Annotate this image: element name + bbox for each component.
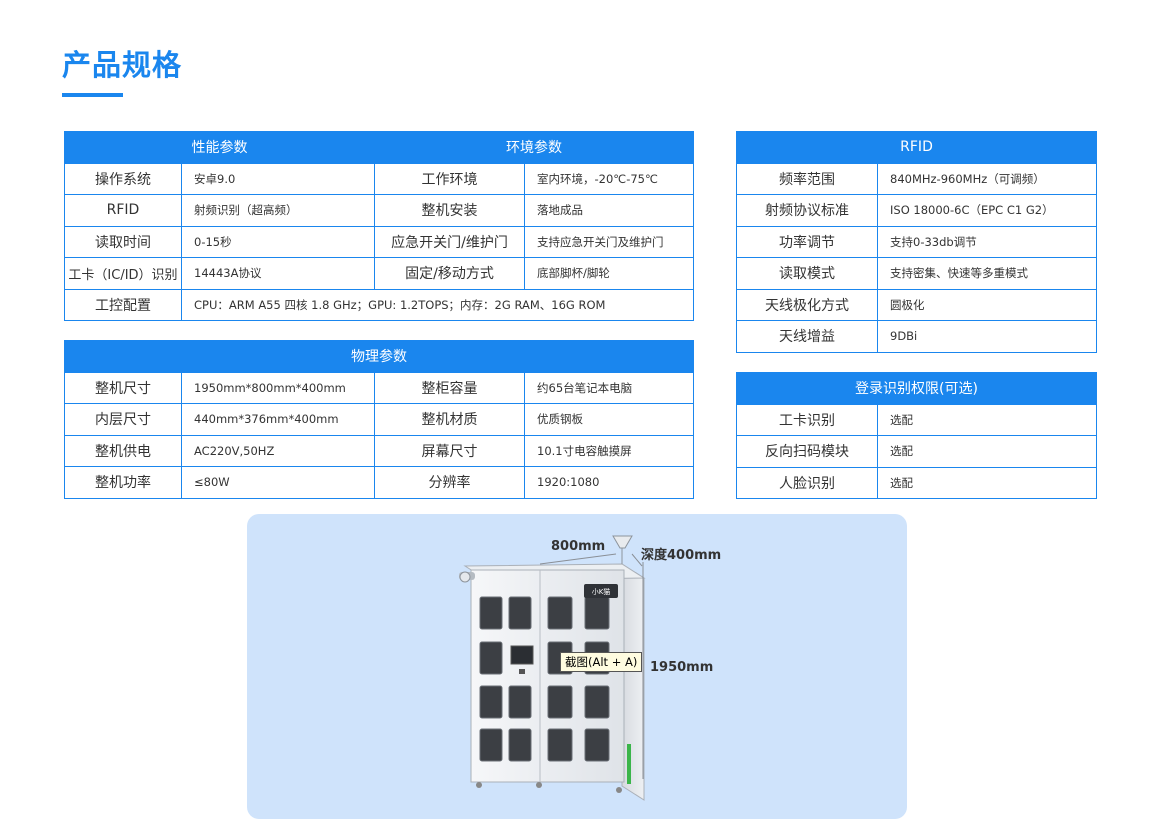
table-row: 天线增益 9DBi [736, 320, 1098, 353]
spec-key: 射频协议标准 [736, 194, 878, 227]
spec-value: 1950mm*800mm*400mm [181, 371, 375, 404]
spec-value: 射频识别（超高频） [181, 194, 375, 227]
table-row: 操作系统 安卓9.0 工作环境 室内环境，-20℃-75℃ [64, 162, 694, 195]
spec-key: 屏幕尺寸 [374, 434, 525, 467]
spec-key: 功率调节 [736, 225, 878, 258]
spec-key: 内层尺寸 [64, 403, 182, 436]
spec-key: 整机材质 [374, 403, 525, 436]
table-row: 整机供电 AC220V,50HZ 屏幕尺寸 10.1寸电容触摸屏 [64, 434, 694, 467]
spec-value: 14443A协议 [181, 257, 375, 290]
depth-dimension-label: 深度400mm [641, 548, 722, 563]
table-row: 人脸识别 选配 [736, 466, 1097, 499]
table-row: 反向扫码模块 选配 [736, 435, 1097, 468]
spec-value: 1920:1080 [524, 466, 694, 499]
spec-value: 落地成品 [524, 194, 694, 227]
table-row: 读取模式 支持密集、快速等多重模式 [736, 257, 1098, 290]
table-row: 工控配置 CPU：ARM A55 四核 1.8 GHz；GPU: 1.2TOPS… [64, 288, 694, 321]
spec-key: 读取模式 [736, 257, 878, 290]
spec-value: CPU：ARM A55 四核 1.8 GHz；GPU: 1.2TOPS；内存：2… [181, 288, 694, 321]
spec-key: 天线增益 [736, 320, 878, 353]
login-header: 登录识别权限(可选) [736, 372, 1097, 405]
product-image-panel: 小K猫 [247, 514, 907, 819]
logo-text: 小K猫 [592, 587, 611, 596]
table-row: 天线极化方式 圆极化 [736, 288, 1098, 321]
spec-value: 9DBi [876, 320, 1098, 353]
spec-value: 支持0-33db调节 [876, 225, 1098, 258]
spec-key: 反向扫码模块 [736, 435, 878, 468]
table-row: 工卡（IC/ID）识别 14443A协议 固定/移动方式 底部脚杯/脚轮 [64, 257, 694, 290]
spec-key: 频率范围 [736, 162, 878, 195]
spec-key: 应急开关门/维护门 [374, 225, 525, 258]
width-dimension-label: 800mm [551, 539, 606, 554]
spec-value: 0-15秒 [181, 225, 375, 258]
spec-value: 支持应急开关门及维护门 [524, 225, 694, 258]
spec-key: 整机功率 [64, 466, 182, 499]
table-row: 读取时间 0-15秒 应急开关门/维护门 支持应急开关门及维护门 [64, 225, 694, 258]
table-row: 整机功率 ≤80W 分辨率 1920:1080 [64, 466, 694, 499]
physical-table: 物理参数 整机尺寸 1950mm*800mm*400mm 整柜容量 约65台笔记… [64, 340, 694, 499]
cabinet-illustration: 小K猫 [459, 535, 646, 801]
performance-environment-table: 性能参数 环境参数 操作系统 安卓9.0 工作环境 室内环境，-20℃-75℃ … [64, 131, 694, 321]
spec-key: 分辨率 [374, 466, 525, 499]
touchscreen [510, 645, 534, 665]
spec-value: 选配 [877, 466, 1097, 499]
table-row: 工卡识别 选配 [736, 403, 1097, 436]
spec-key: RFID [64, 194, 182, 227]
title-underline [62, 93, 123, 97]
spec-value: ISO 18000-6C（EPC C1 G2） [876, 194, 1098, 227]
spec-value: AC220V,50HZ [181, 434, 375, 467]
spec-key: 工卡识别 [736, 403, 878, 436]
spec-key: 工控配置 [64, 288, 182, 321]
spec-value: 10.1寸电容触摸屏 [524, 434, 694, 467]
table-row: 内层尺寸 440mm*376mm*400mm 整机材质 优质钢板 [64, 403, 694, 436]
spec-value: ≤80W [181, 466, 375, 499]
spec-key: 工卡（IC/ID）识别 [64, 257, 182, 290]
camera-icon [459, 571, 475, 583]
spec-value: 支持密集、快速等多重模式 [876, 257, 1098, 290]
height-dimension-label: 1950mm [650, 660, 714, 675]
spec-key: 整机供电 [64, 434, 182, 467]
spec-value: 440mm*376mm*400mm [181, 403, 375, 436]
spec-key: 工作环境 [374, 162, 525, 195]
antenna-icon [612, 535, 633, 564]
table-row: 功率调节 支持0-33db调节 [736, 225, 1098, 258]
spec-value: 圆极化 [876, 288, 1098, 321]
spec-value: 选配 [877, 435, 1097, 468]
page-title: 产品规格 [62, 48, 183, 82]
spec-value: 840MHz-960MHz（可调频） [876, 162, 1098, 195]
spec-value: 底部脚杯/脚轮 [524, 257, 694, 290]
spec-value: 选配 [877, 403, 1097, 436]
table-row: 整机尺寸 1950mm*800mm*400mm 整柜容量 约65台笔记本电脑 [64, 371, 694, 404]
spec-key: 整机安装 [374, 194, 525, 227]
spec-value: 室内环境，-20℃-75℃ [524, 162, 694, 195]
rfid-header: RFID [735, 131, 1098, 164]
physical-header: 物理参数 [64, 340, 694, 373]
spec-key: 天线极化方式 [736, 288, 878, 321]
spec-key: 操作系统 [64, 162, 182, 195]
spec-key: 人脸识别 [736, 466, 878, 499]
screenshot-tooltip: 截图(Alt + A) [560, 652, 643, 672]
spec-key: 固定/移动方式 [374, 257, 525, 290]
performance-header: 性能参数 [64, 131, 375, 164]
spec-value: 安卓9.0 [181, 162, 375, 195]
table-row: 频率范围 840MHz-960MHz（可调频） [736, 162, 1098, 195]
table-row: 射频协议标准 ISO 18000-6C（EPC C1 G2） [736, 194, 1098, 227]
spec-key: 整柜容量 [374, 371, 525, 404]
spec-value: 约65台笔记本电脑 [524, 371, 694, 404]
rfid-table: RFID 频率范围 840MHz-960MHz（可调频） 射频协议标准 ISO … [735, 131, 1098, 353]
environment-header: 环境参数 [374, 131, 694, 164]
table-row: RFID 射频识别（超高频） 整机安装 落地成品 [64, 194, 694, 227]
spec-key: 读取时间 [64, 225, 182, 258]
login-permission-table: 登录识别权限(可选) 工卡识别 选配 反向扫码模块 选配 人脸识别 选配 [736, 372, 1097, 499]
spec-value: 优质钢板 [524, 403, 694, 436]
spec-key: 整机尺寸 [64, 371, 182, 404]
